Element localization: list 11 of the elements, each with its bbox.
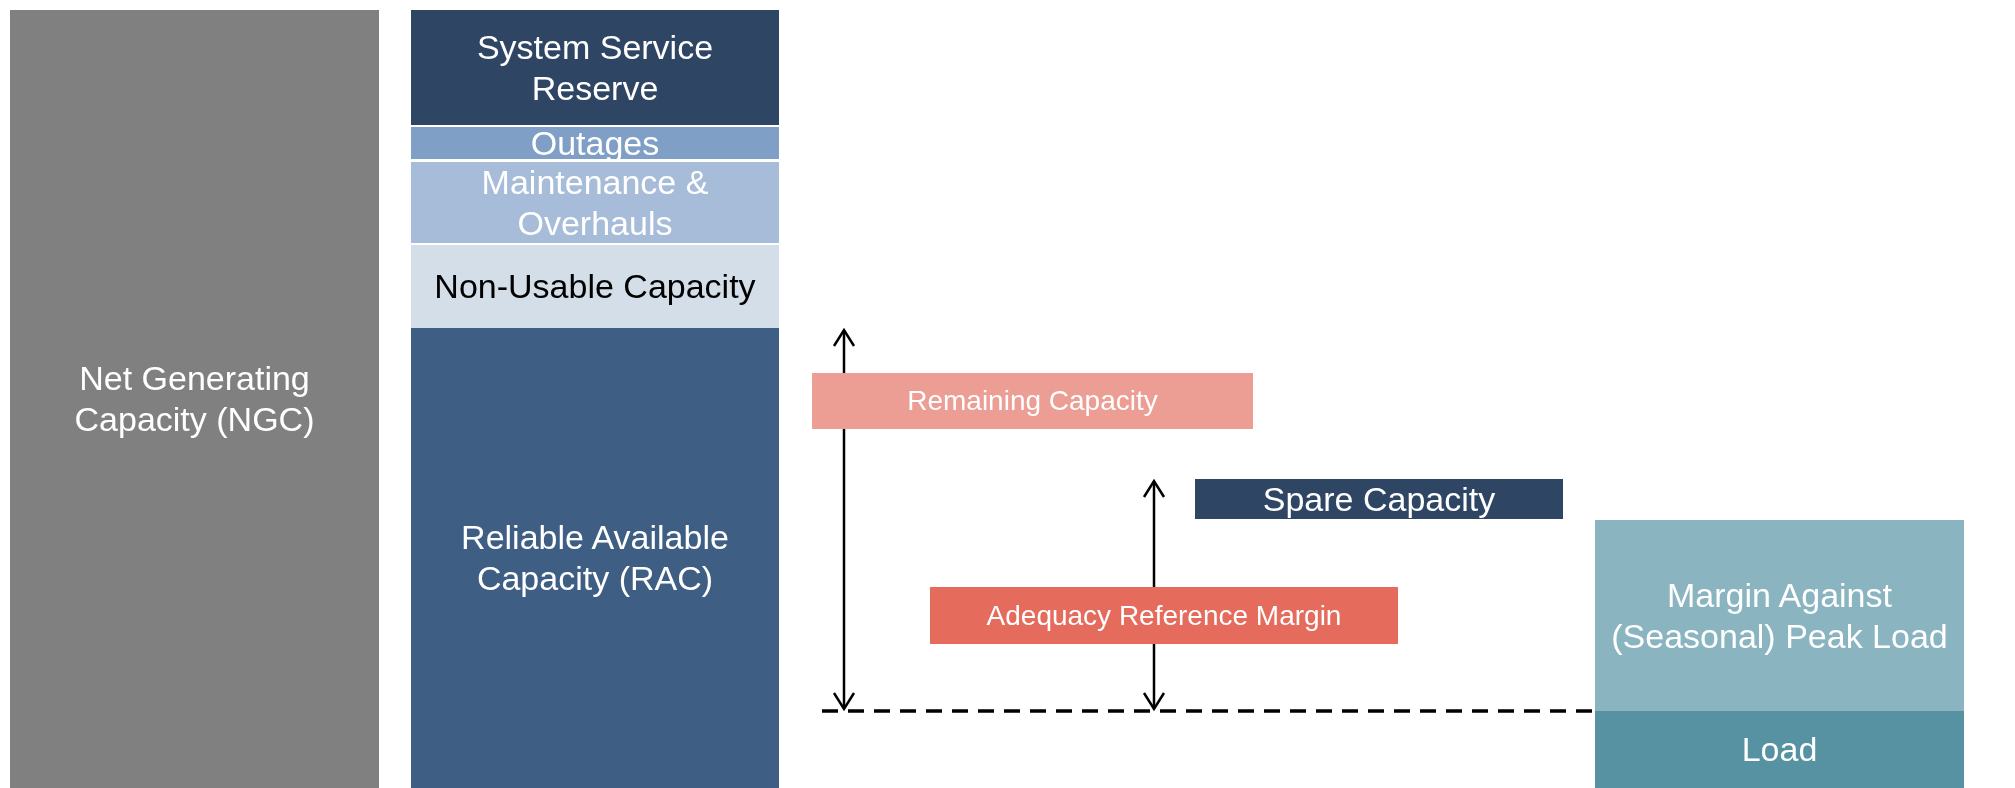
label-bar: Adequacy Reference Margin xyxy=(930,587,1398,644)
stacked-segment: Outages xyxy=(411,127,779,159)
stacked-segment: Maintenance & Overhauls xyxy=(411,162,779,243)
capacity-bar: Net Generating Capacity (NGC) xyxy=(10,10,379,788)
stacked-segment: Non-Usable Capacity xyxy=(411,245,779,328)
stacked-segment: Load xyxy=(1595,711,1964,788)
label-bar: Remaining Capacity xyxy=(812,373,1253,429)
stacked-segment: Margin Against (Seasonal) Peak Load xyxy=(1595,520,1964,711)
stacked-segment: Reliable Available Capacity (RAC) xyxy=(411,328,779,788)
label-bar: Spare Capacity xyxy=(1195,479,1563,519)
stacked-segment: System Service Reserve xyxy=(411,10,779,125)
